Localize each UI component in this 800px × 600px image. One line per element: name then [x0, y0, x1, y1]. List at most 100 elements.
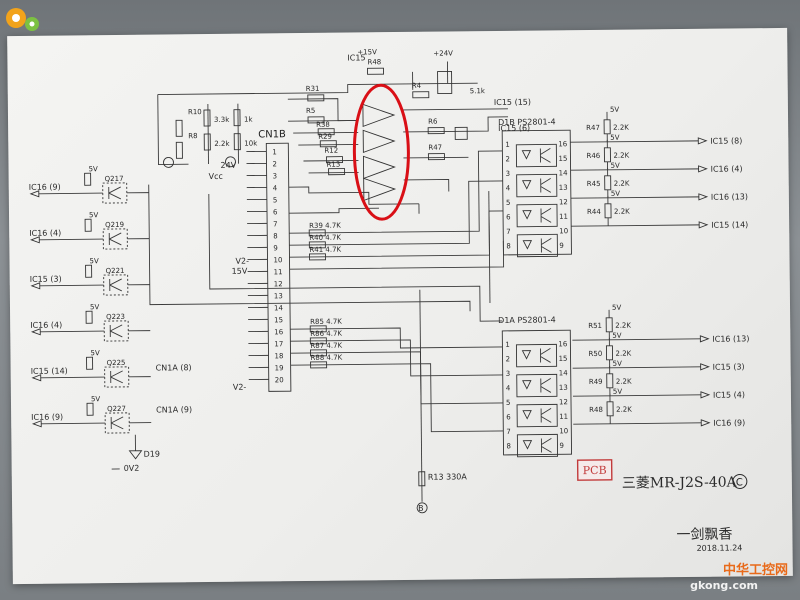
connector-pin-4: 4 [273, 184, 278, 192]
ic-pin-left-6: 6 [506, 413, 511, 421]
out-5v-0: 5V [610, 106, 620, 114]
out-res-val-3: 2.2K [614, 208, 630, 216]
ic-pin-right-16: 16 [558, 340, 568, 348]
supply-v2-b: V2- [233, 383, 247, 392]
connector-pin-1: 1 [272, 148, 277, 156]
out-5v-2: 5V [613, 360, 623, 368]
connector-pin-9: 9 [273, 244, 278, 252]
connector-pin-8: 8 [273, 232, 278, 240]
connector-pin-6: 6 [273, 208, 278, 216]
watermark-gears-icon [6, 8, 39, 31]
opto-ref-0: Q217 [105, 175, 124, 183]
top-label-2: R38 [316, 121, 330, 129]
mid-resistor-label-5: R87 4.7K [310, 342, 342, 350]
ic-pin-right-11: 11 [559, 413, 568, 421]
ic-pin-left-3: 3 [506, 170, 511, 178]
ic-d1b-title: D1B PS2801-4 [498, 117, 556, 127]
top-label-13: 2.2k [214, 140, 230, 148]
ic-pin-right-9: 9 [559, 442, 564, 450]
ic-pin-left-2: 2 [506, 355, 511, 363]
mid-resistor-label-4: R86 4.7K [310, 330, 342, 338]
out-res-val-0: 2.2K [615, 322, 631, 330]
top-label-4: R12 [324, 147, 338, 155]
connector-pin-20: 20 [275, 376, 284, 384]
bottom-net-label: B [418, 504, 424, 513]
top-label-10: R10 [188, 108, 202, 116]
connector-pin-5: 5 [273, 196, 278, 204]
ic-pin-left-1: 1 [505, 341, 510, 349]
connector-pin-11: 11 [274, 268, 283, 276]
connector-title: CN1B [258, 129, 286, 140]
model-text: 三菱MR-J2S-40A [622, 474, 738, 491]
mid-resistor-label-2: R41 4.7K [309, 246, 341, 254]
out-5v-2: 5V [611, 162, 621, 170]
opto-channel-1 [516, 373, 558, 398]
ic-d1a-body [501, 329, 573, 456]
opto-channel-1 [516, 173, 558, 198]
opto-5v-2: 5V [89, 257, 99, 265]
opto-Q225 [104, 366, 130, 388]
ic-pin-right-14: 14 [559, 169, 569, 177]
output-ic15-top: IC15 (15) [494, 98, 531, 107]
ic-pin-right-13: 13 [559, 384, 568, 392]
opto-ref-3: Q223 [106, 313, 125, 321]
ic-pin-left-7: 7 [506, 428, 511, 436]
top-label-18: +24V [433, 49, 453, 57]
cn1a-label-2: CN1A (9) [156, 405, 192, 414]
top-label-7: R6 [428, 118, 438, 126]
ic-pin-right-12: 12 [559, 198, 568, 206]
top-component-labels: R31R5R38R29R12R13R4R6R47R48R10R83.3k2.2k… [188, 48, 486, 169]
mid-resistor-label-0: R39 4.7K [309, 222, 341, 230]
ic-pin-left-4: 4 [506, 184, 511, 192]
ic-d1b-body [501, 129, 572, 256]
connector-pin-3: 3 [273, 172, 278, 180]
opto-channel-2 [516, 203, 558, 228]
ic-pin-right-13: 13 [559, 184, 568, 192]
out-net-0: IC15 (8) [710, 136, 742, 145]
out-res-val-1: 2.2K [613, 152, 629, 160]
out-res-val-0: 2.2K [613, 124, 629, 132]
out-5v-3: 5V [613, 388, 623, 396]
out-net-2: IC15 (4) [713, 390, 745, 399]
top-label-17: +15V [357, 48, 377, 56]
ic-pin-left-8: 8 [506, 242, 511, 250]
ic-pin-right-16: 16 [558, 140, 568, 148]
top-label-0: R31 [306, 85, 320, 93]
ic-pin-left-5: 5 [506, 399, 511, 407]
ic-pin-left-6: 6 [506, 213, 511, 221]
opto-ref-4: Q225 [107, 359, 126, 367]
top-label-3: R29 [318, 133, 332, 141]
connector-pin-7: 7 [273, 220, 278, 228]
out-5v-1: 5V [610, 134, 620, 142]
ic-pin-right-10: 10 [559, 227, 568, 235]
diode-d19-label: D19 [143, 450, 159, 459]
opto-5v-4: 5V [90, 349, 100, 357]
connector-pin-17: 17 [274, 340, 283, 348]
opto-Q217 [102, 182, 128, 204]
opto-ref-1: Q219 [105, 221, 124, 229]
mid-resistor-label-6: R88 4.7K [310, 354, 342, 362]
opto-net-2: IC15 (3) [30, 275, 62, 284]
out-res-val-3: 2.2K [616, 406, 632, 414]
bottom-res-label: R13 330A [428, 472, 468, 481]
opto-ref-2: Q221 [106, 267, 125, 275]
top-label-11: R8 [188, 132, 197, 140]
mid-resistor-label-3: R85 4.7K [310, 318, 342, 326]
stamp-text: PCB [583, 464, 607, 477]
supply-vcc: Vcc [209, 172, 223, 181]
ic-pin-left-3: 3 [506, 370, 511, 378]
out-net-3: IC16 (9) [713, 418, 745, 427]
date-text: 2018.11.24 [697, 543, 743, 552]
out-res-val-2: 2.2K [614, 180, 630, 188]
signature-text: 一剑飘香 [676, 527, 732, 544]
out-net-1: IC15 (3) [713, 362, 745, 371]
connector-pin-13: 13 [274, 292, 283, 300]
ic-pin-left-1: 1 [505, 141, 510, 149]
out-res-R48: R48 [589, 406, 603, 414]
opto-channel-2 [516, 403, 558, 428]
opto-channel-3 [516, 233, 558, 258]
opto-5v-0: 5V [89, 165, 99, 173]
